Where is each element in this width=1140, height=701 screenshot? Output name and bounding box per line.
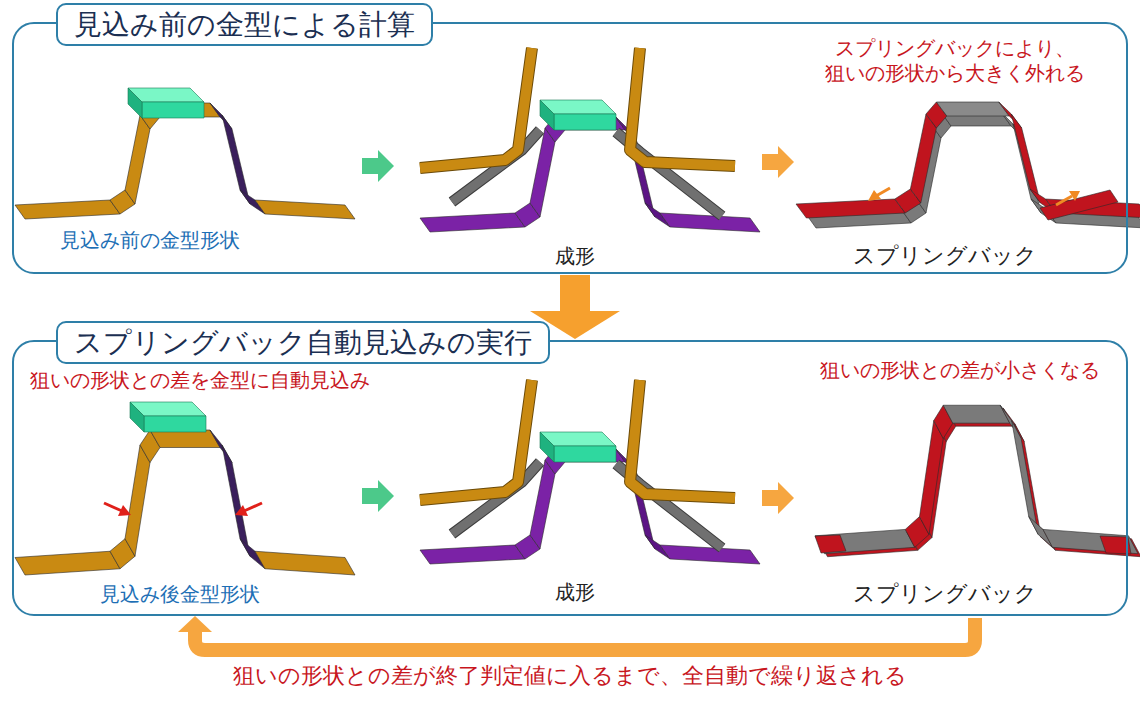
loop-arrow-head <box>178 616 212 632</box>
result-shape <box>815 405 1138 553</box>
compensation-arrow <box>104 503 122 511</box>
step-arrow <box>362 480 394 512</box>
punch <box>130 402 206 432</box>
figure-label: 狙いの形状との差が終了判定値に入るまで、全自動で繰り返される <box>233 662 907 690</box>
compensated-die <box>15 430 355 575</box>
compensation-arrow-head <box>118 505 131 516</box>
compensation-arrow <box>244 503 262 511</box>
figure-label: 狙いの形状との差を金型に自動見込み <box>30 368 370 393</box>
figure-label: 見込み後金型形状 <box>100 582 260 607</box>
figure-label: 成形 <box>555 580 595 605</box>
figure-label: 見込み前の金型形状 <box>60 228 240 253</box>
deviation-arrow-head <box>868 190 881 201</box>
step-arrow <box>762 482 794 514</box>
deviation-arrow <box>1056 196 1072 205</box>
deviation-arrow-head <box>1069 191 1080 201</box>
panel-heading: スプリングバック自動見込みの実行 <box>56 321 550 364</box>
forming-figure <box>420 380 760 564</box>
loop-arrow <box>195 618 975 650</box>
flow-arrow <box>560 275 590 311</box>
figure-label: スプリングバック <box>853 242 1037 270</box>
step-arrow <box>362 150 394 182</box>
deviation-arrow <box>876 188 890 196</box>
compensation-arrow-head <box>235 505 248 516</box>
springback-flange <box>1040 190 1118 220</box>
die-shape <box>15 103 355 219</box>
figure-label: スプリングバックにより、 狙いの形状から大きく外れる <box>795 36 1115 86</box>
figure-label: 狙いの形状との差が小さくなる <box>820 358 1100 383</box>
forming-figure <box>420 48 760 232</box>
figure-label: 成形 <box>555 244 595 269</box>
deviation-patch <box>815 535 846 553</box>
punch <box>128 88 204 118</box>
step-arrow <box>762 146 794 178</box>
panel-heading: 見込み前の金型による計算 <box>56 3 433 46</box>
figure-label: スプリングバック <box>853 580 1037 608</box>
